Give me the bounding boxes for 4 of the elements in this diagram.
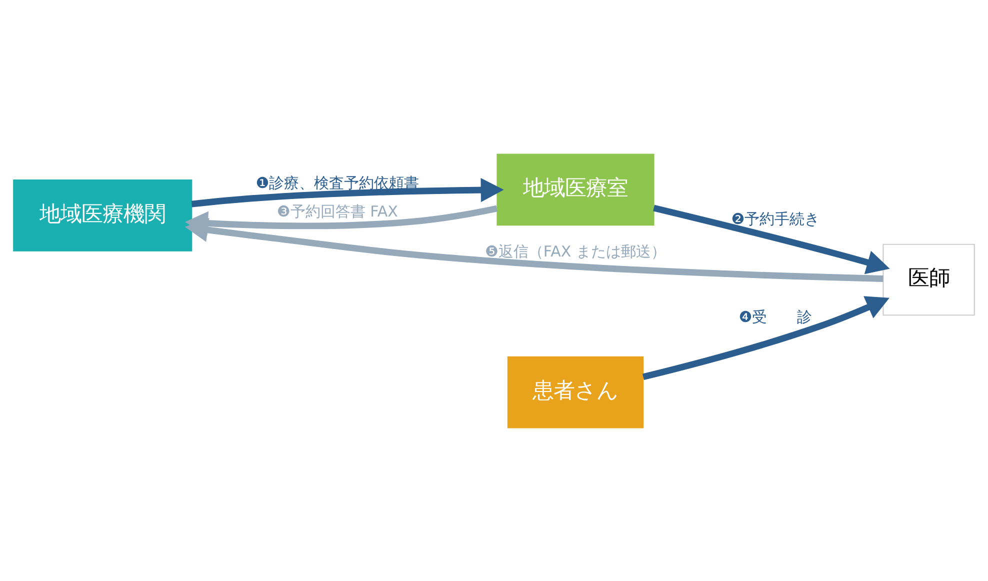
edge-label: ❹受 診 [738, 307, 812, 326]
edge-label: ❷予約手続き [731, 210, 820, 228]
edge-label: ❸予約回答書 FAX [276, 202, 398, 220]
edge-label: ❺返信（FAX または郵送） [484, 242, 666, 260]
